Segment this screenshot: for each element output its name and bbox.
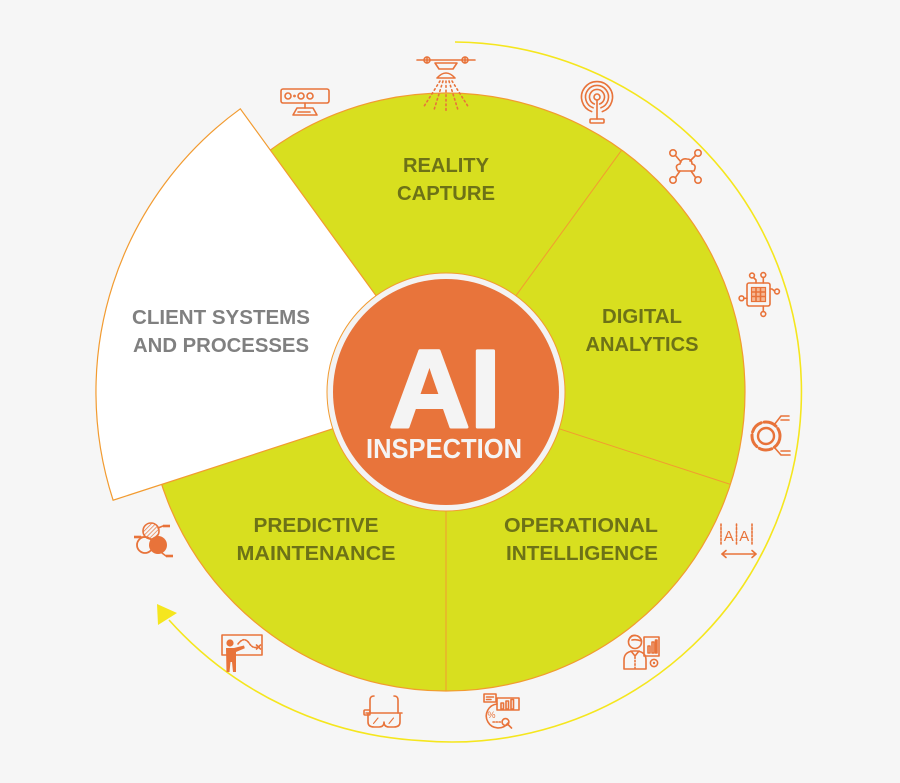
segment-label-line2: ANALYTICS (586, 334, 699, 356)
venn-diagram-icon (134, 522, 173, 558)
center-subtitle: INSPECTION (366, 433, 522, 464)
center-hub: AI INSPECTION (326, 272, 566, 512)
segment-label-line2: MAINTENANCE (237, 543, 396, 565)
radio-antenna-icon (580, 80, 614, 124)
segment-label-line2: AND PROCESSES (133, 335, 309, 357)
arrowhead-icon (157, 604, 177, 625)
segment-label-line1: OPERATIONAL (504, 515, 658, 537)
cycle-arc (168, 41, 803, 743)
segment-label-digital-analytics: DIGITAL ANALYTICS (586, 306, 699, 356)
cycle-process-icon (750, 415, 791, 456)
text-compare-letter-right: A (739, 528, 749, 545)
segment-label-line1: PREDICTIVE (254, 515, 379, 537)
segment-label-reality-capture: REALITY CAPTURE (397, 155, 495, 205)
segment-label-line2: INTELLIGENCE (506, 543, 658, 565)
drone-sprayer-icon (416, 56, 476, 112)
segment-label-line1: REALITY (403, 155, 490, 177)
analytics-search-icon: % (483, 693, 520, 729)
segment-label-line2: CAPTURE (397, 183, 495, 205)
depth-sensor-icon (280, 88, 330, 116)
cloud-network-icon (668, 149, 702, 185)
segment-label-line1: DIGITAL (602, 306, 682, 328)
segment-label-line1: CLIENT SYSTEMS (132, 307, 310, 329)
percent-sign: % (487, 710, 495, 720)
segment-label-operational-intelligence: OPERATIONAL INTELLIGENCE (504, 515, 658, 565)
segment-label-predictive-maintenance: PREDICTIVE MAINTENANCE (237, 515, 396, 565)
microchip-icon (738, 271, 781, 318)
center-title: AI (389, 328, 501, 451)
text-compare-letter-left: A (724, 528, 734, 545)
analyst-report-icon (623, 634, 660, 670)
presenter-whiteboard-icon (221, 634, 263, 672)
center-disc (333, 279, 559, 505)
text-compare-icon: A A (720, 523, 757, 559)
smart-glasses-icon (363, 695, 403, 728)
cycle-arrow (157, 41, 803, 743)
segment-label-client-systems: CLIENT SYSTEMS AND PROCESSES (132, 307, 310, 357)
